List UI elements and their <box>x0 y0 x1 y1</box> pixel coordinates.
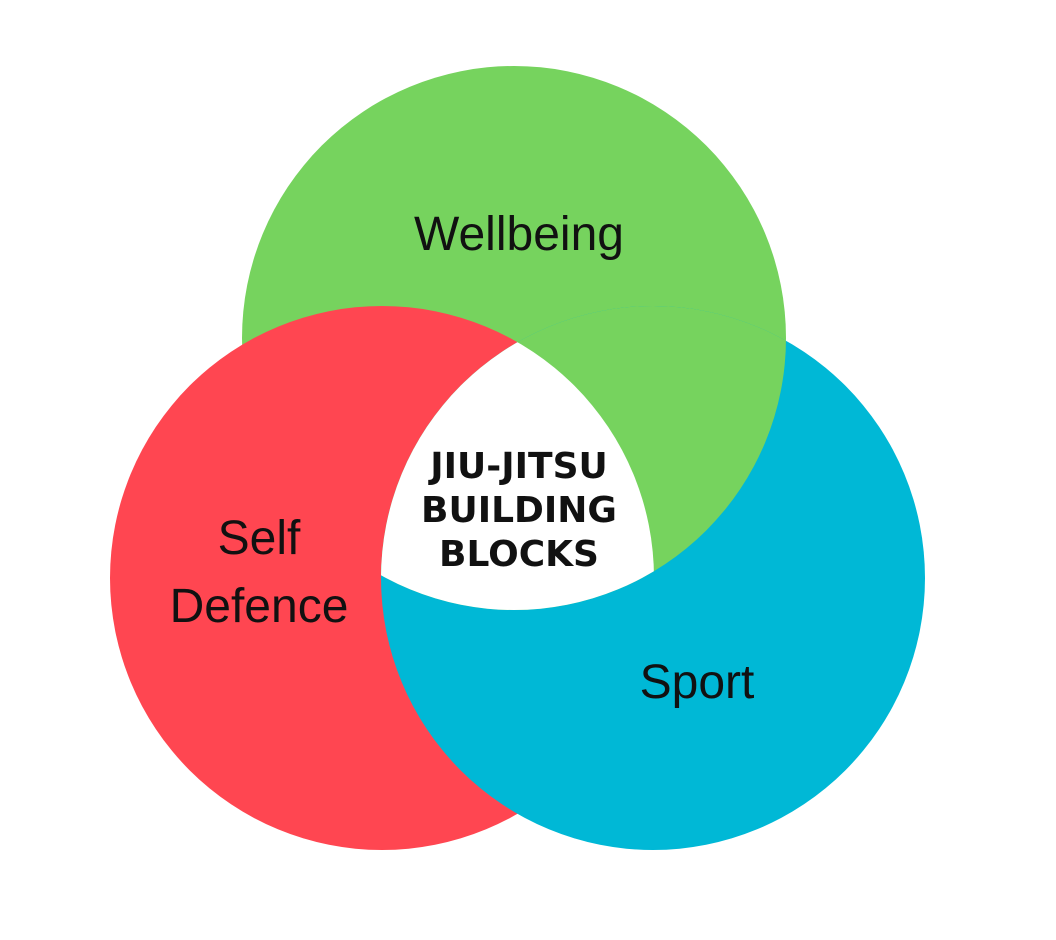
center-label-line1: JIU-JITSU <box>427 446 607 487</box>
center-label-line3: BLOCKS <box>439 534 599 575</box>
self-defence-label-line2: Defence <box>170 580 349 633</box>
self-defence-label-line1: Self <box>218 512 301 565</box>
sport-label: Sport <box>640 656 755 709</box>
center-label-line2: BUILDING <box>421 490 617 531</box>
wellbeing-label: Wellbeing <box>414 208 624 261</box>
